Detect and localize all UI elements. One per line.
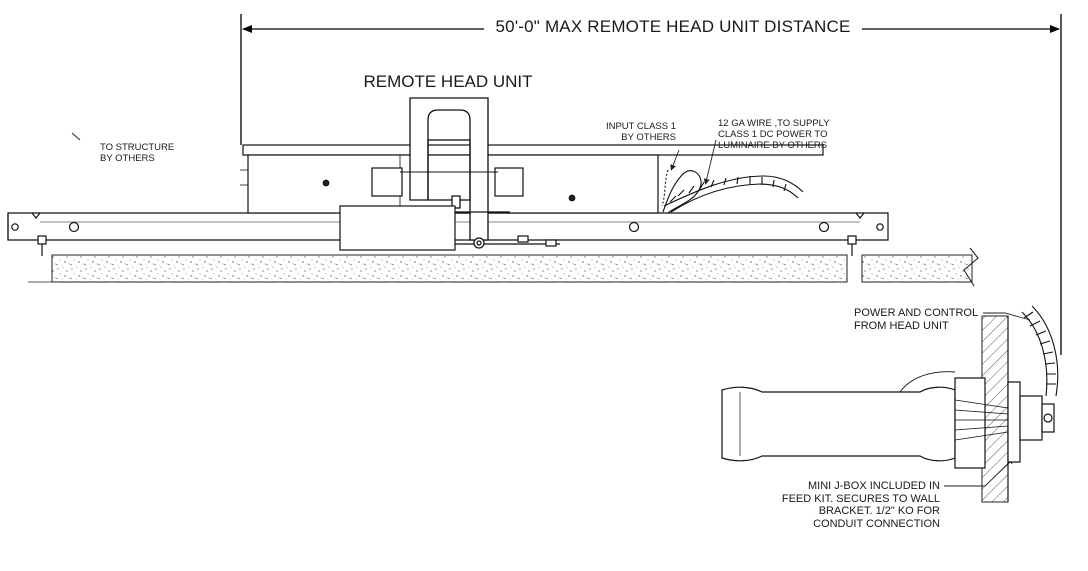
note-mini-jbox: MINI J-BOX INCLUDED IN FEED KIT. SECURES…	[781, 480, 940, 530]
dimension-line	[240, 14, 1062, 355]
wall-conduit	[1021, 305, 1059, 397]
mounting-bracket	[400, 97, 498, 241]
flex-conduit	[661, 169, 804, 214]
note-power-control: POWER AND CONTROL FROM HEAD UNIT	[854, 307, 979, 332]
wall-section	[981, 315, 1009, 503]
junction-box	[339, 205, 560, 251]
note-input-class: INPUT CLASS 1 BY OTHERS	[605, 121, 676, 143]
ceiling-tile	[28, 247, 979, 287]
note-wire: 12 GA WIRE ,TO SUPPLY CLASS 1 DC POWER T…	[718, 118, 830, 151]
diagram-title: REMOTE HEAD UNIT	[363, 72, 533, 91]
note-structure: TO STRUCTURE BY OTHERS	[100, 142, 175, 164]
mini-jbox-detail	[721, 371, 1055, 469]
dimension-label: 50'-0" MAX REMOTE HEAD UNIT DISTANCE	[484, 17, 862, 37]
